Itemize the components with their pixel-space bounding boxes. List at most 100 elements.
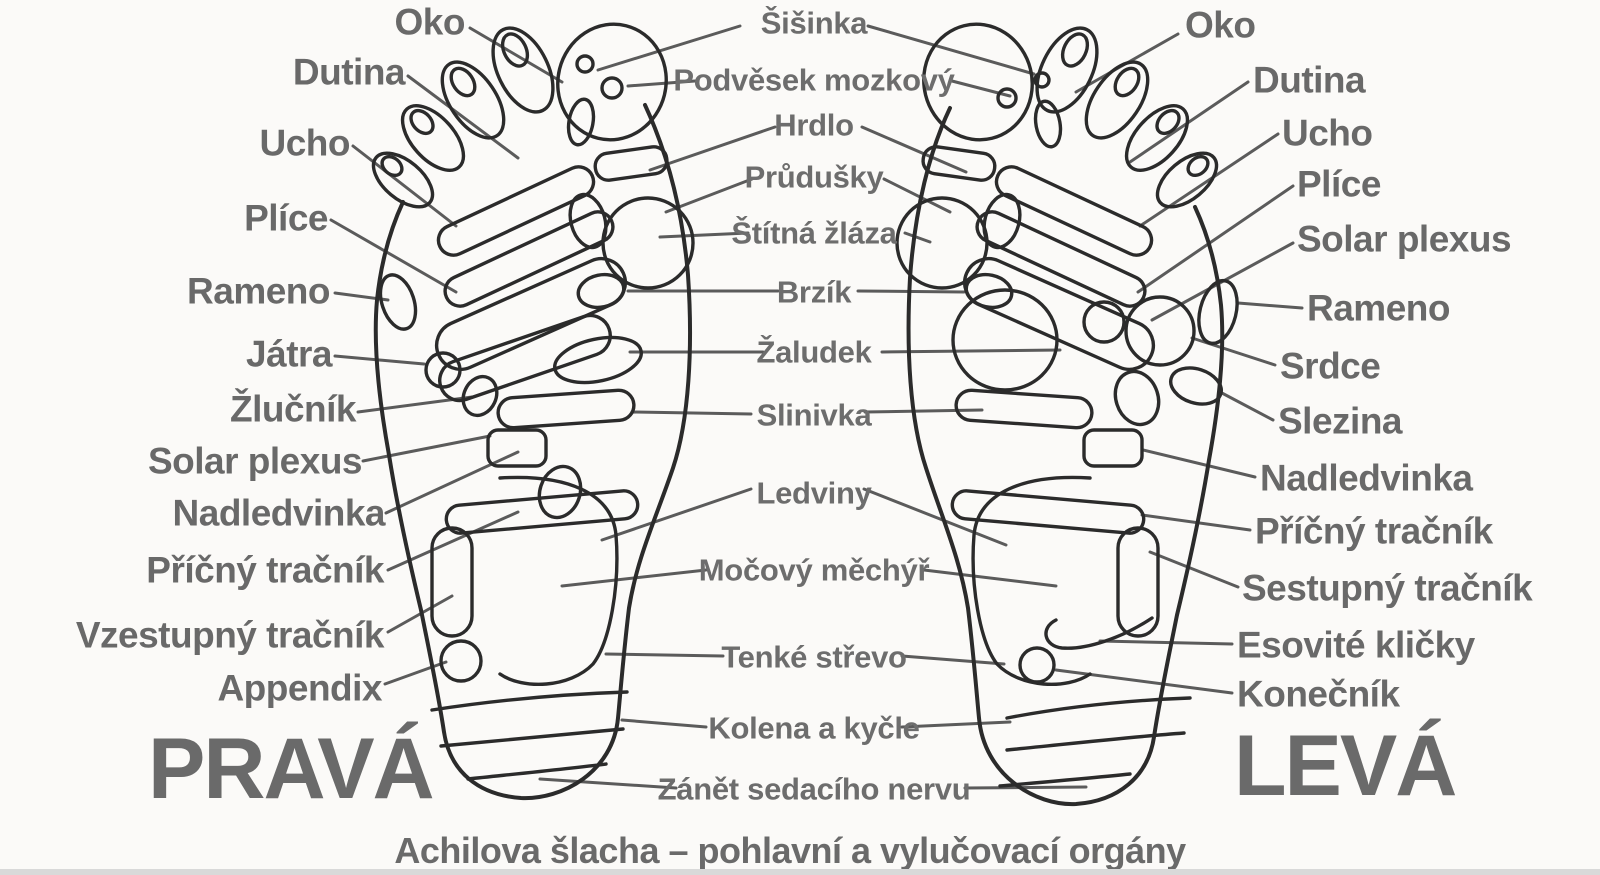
leader-line [600,487,753,542]
label-right-foot-nadledvinka: Nadledvinka [172,492,386,534]
label-right-foot-vzestupny-tracnik: Vzestupný tračník [75,614,385,656]
label-right-foot-dutina: Dutina [292,51,406,93]
zone-pancreas [496,388,636,430]
label-left-foot-nadledvinka: Nadledvinka [1260,457,1473,499]
label-center-slinivka: Slinivka [756,397,872,433]
left-foot-drawing [895,22,1239,807]
label-right-foot-rameno: Rameno [187,270,330,312]
label-center-prudusky: Průdušky [744,159,884,195]
label-left-foot-ucho: Ucho [1282,112,1373,154]
pineal-dot [575,54,595,74]
toe [1124,104,1190,172]
zone-thyroid [895,196,989,290]
leader-line [866,24,1036,76]
leader-line [900,720,1012,729]
toe-nail [500,32,530,68]
label-center-tenke-strevo: Tenké střevo [721,639,907,675]
toe-nail [380,154,404,178]
zone-oval [568,192,608,250]
leader-line [620,718,708,729]
leader-line [862,487,1008,547]
heel-band [439,727,625,748]
zone-adrenal [1082,428,1144,468]
zone-stomach [553,335,643,385]
right-foot-drawing [371,22,695,801]
neck-zone [1033,99,1063,149]
label-right-foot-ucho: Ucho [259,122,351,164]
zone-ear-band [443,210,615,308]
label-center-stitna-zlaza: Štítná žláza [731,215,897,251]
label-right-foot-plice: Plíce [244,197,328,239]
zone-thyroid [601,196,695,290]
sciatic-line [998,772,1132,788]
leader-line [596,24,742,72]
leader-line [329,218,458,294]
sole-outline [906,106,1225,807]
zone-shoulder [1197,278,1239,346]
label-left-foot-konecnik: Konečník [1237,673,1400,715]
label-center-kolena-a-kycle: Kolena a kyčle [708,710,920,746]
leader-line [863,408,984,414]
label-left-foot-srdce: Srdce [1280,345,1381,387]
zone-kidney [1113,369,1161,427]
toe-nail [1155,108,1181,136]
toe-nail [1186,154,1210,178]
leader-line [406,74,520,160]
zone-oval [982,192,1022,250]
zone-thymus [964,272,1014,310]
chart-caption: Achilova šlacha – pohlavní a vylučovací … [394,830,1186,871]
zone-thymus [576,272,626,310]
label-center-mocovy-mechyr: Močový měchýř [698,552,930,588]
leader-line [386,510,520,572]
zone-rectum [1018,646,1056,684]
zone-gallbladder [461,374,499,418]
heel-band [430,690,629,712]
zone-kidney [537,464,583,520]
neck-zone [566,97,596,147]
leader-line [468,26,564,84]
zone-descending-colon [1116,526,1160,638]
zone-sigmoid [1044,616,1154,650]
label-center-ledviny: Ledviny [756,475,872,511]
toe [371,151,435,209]
toe-nail [1113,66,1141,98]
zone-spleen [1169,366,1223,406]
label-right-foot-oko: Oko [394,1,466,43]
zone-heart [1124,295,1196,367]
leader-line [630,410,753,416]
leader-line [333,354,426,366]
leader-line [1218,390,1275,422]
zone-stomach [951,288,1059,392]
left-foot-title: LEVÁ [1234,718,1457,814]
label-left-foot-slezina: Slezina [1278,400,1403,442]
leader-line [922,568,1058,588]
big-toe [922,22,1034,142]
pituitary-dot [600,76,624,100]
leader-line [626,79,697,88]
leader-line [538,777,678,790]
zone-sinus-band [436,165,596,257]
heel-band [1005,731,1186,752]
label-right-foot-pricny-tracnik: Příčný tračník [146,549,384,591]
zone-shoulder [378,273,418,331]
label-center-brzik: Brzík [776,274,852,310]
leader-line [1190,336,1277,367]
bottom-strip [0,869,1600,875]
leader-line [1138,132,1280,228]
label-center-podvesek-mozkovy: Podvěsek mozkový [673,62,955,98]
label-left-foot-oko: Oko [1185,4,1256,46]
zone-small-intestine [971,475,1092,686]
zone-transverse-colon [444,489,640,535]
zone-pancreas [954,388,1094,430]
leader-line [1136,184,1295,294]
leader-line [1141,448,1257,479]
toe-nail [1060,32,1090,68]
leader-line [658,231,750,239]
zone-throat [593,145,669,182]
toe [440,60,506,140]
leader-line [351,144,458,228]
sciatic-line [466,762,608,781]
label-left-foot-solar-plexus: Solar plexus [1297,218,1512,260]
leader-line [1148,550,1240,589]
